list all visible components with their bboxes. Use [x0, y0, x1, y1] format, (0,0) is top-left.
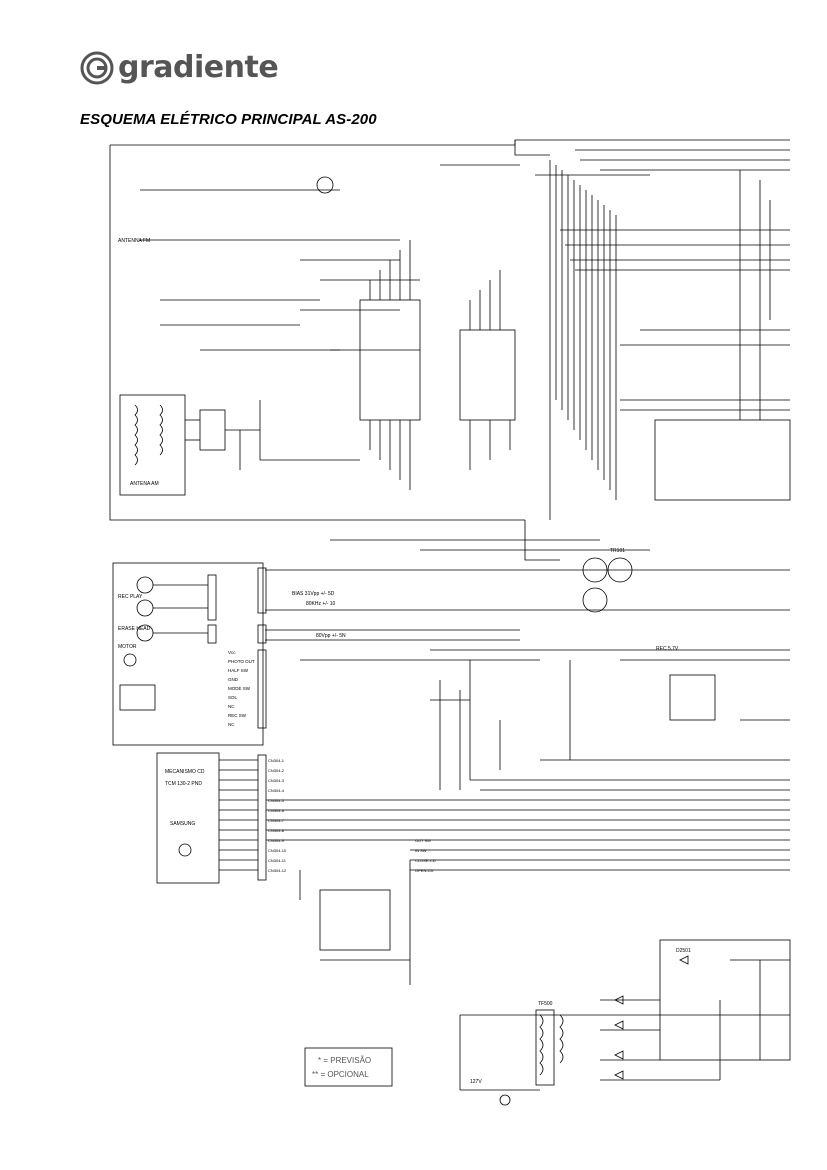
- cd-signal-0: OUT SW: [415, 838, 431, 843]
- connector-a-4: MODE SW: [228, 686, 251, 691]
- cd-signal-3: OPEN-CD: [415, 868, 434, 873]
- connector-a-2: HALF SW: [228, 668, 249, 673]
- cd-signal-1: IN SW: [415, 848, 427, 853]
- label-bias: BIAS 31Vpp +/- 5D: [292, 591, 335, 597]
- connector-b-7: CN304-8: [268, 828, 285, 833]
- connector-a-5: SOL: [228, 695, 238, 700]
- label-lar: 80Vpp +/- 5N: [316, 633, 346, 639]
- connector-b-3: CN304-4: [268, 788, 285, 793]
- connector-a-0: Vcc: [228, 650, 236, 655]
- label-rec5v: REC 5,7V: [656, 646, 679, 652]
- connector-b-2: CN304-3: [268, 778, 285, 783]
- label-t401: TR101: [610, 548, 625, 554]
- connector-b-11: CN304-12: [268, 868, 287, 873]
- connector-b-0: CN304-1: [268, 758, 285, 763]
- label-bias-freq: 80KHz +/- 10: [306, 601, 336, 607]
- label-voltage: 127V: [470, 1079, 482, 1085]
- brand-name: gradiente: [118, 50, 279, 85]
- gradiente-g-logo-icon: [80, 51, 114, 84]
- page-title: ESQUEMA ELÉTRICO PRINCIPAL AS-200: [80, 111, 377, 128]
- label-motor: MOTOR: [118, 644, 137, 650]
- connector-a-7: REC SW: [228, 713, 247, 718]
- connector-b-4: CN304-5: [268, 798, 285, 803]
- label-tf500: TF500: [538, 1001, 553, 1007]
- legend-previsao: * = PREVISÃO: [318, 1056, 371, 1065]
- connector-a-3: GND: [228, 677, 239, 682]
- label-mecanismo-cd: MECANISMO CD: [165, 769, 205, 775]
- brand-logo: gradiente: [80, 50, 279, 85]
- label-samsung: SAMSUNG: [170, 821, 195, 827]
- connector-a-8: NC: [228, 722, 235, 727]
- legend-opcional: ** = OPCIONAL: [312, 1070, 369, 1079]
- connector-a-1: PHOTO OUT: [228, 659, 255, 664]
- label-antenna-fm: ANTENNA FM: [118, 238, 150, 244]
- label-tcm: TCM 130-2 PND: [165, 781, 202, 787]
- label-erase-head: ERASE HEAD: [118, 626, 151, 632]
- label-d2501: D2501: [676, 948, 691, 954]
- label-antenna-am: ANTENA AM: [130, 481, 159, 487]
- connector-b-9: CN304-10: [268, 848, 287, 853]
- cd-signal-2: CLOSE-CD: [415, 858, 436, 863]
- connector-b-1: CN304-2: [268, 768, 285, 773]
- connector-b-5: CN304-6: [268, 808, 285, 813]
- connector-b-10: CN304-11: [268, 858, 287, 863]
- legend-box: * = PREVISÃO ** = OPCIONAL: [304, 1047, 393, 1087]
- label-rec-play: REC PLAY: [118, 594, 143, 600]
- connector-b-8: CN304-9: [268, 838, 285, 843]
- connector-a-6: NC: [228, 704, 235, 709]
- connector-b-6: CN304-7: [268, 818, 285, 823]
